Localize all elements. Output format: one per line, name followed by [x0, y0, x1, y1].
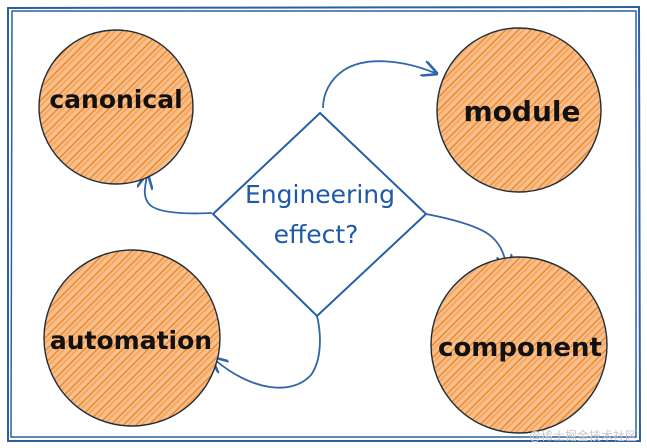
- outer-frame: [7, 5, 642, 442]
- automation-label: automation: [50, 326, 212, 355]
- automation-circle: [43, 249, 221, 427]
- center-label-line-2: effect?: [274, 220, 359, 249]
- module-label: module: [464, 95, 581, 128]
- component-circle: [430, 256, 608, 434]
- node-automation: automation: [43, 249, 221, 427]
- node-canonical: canonical: [38, 29, 194, 185]
- canonical-circle: [38, 29, 194, 185]
- node-module: module: [436, 27, 602, 193]
- connector-to-canonical: [145, 176, 213, 215]
- center-label-line-1: Engineering: [245, 180, 395, 209]
- connector-to-module: [322, 60, 435, 109]
- module-circle: [436, 27, 602, 193]
- center-diamond: [211, 111, 428, 318]
- center-decision: Engineering effect?: [211, 111, 428, 318]
- component-label: component: [438, 333, 602, 363]
- watermark-text: @稀土掘金技术社区: [528, 429, 637, 443]
- connector-to-automation: [214, 315, 321, 389]
- connectors: [145, 60, 507, 389]
- canonical-label: canonical: [49, 85, 182, 114]
- node-component: component: [430, 256, 608, 434]
